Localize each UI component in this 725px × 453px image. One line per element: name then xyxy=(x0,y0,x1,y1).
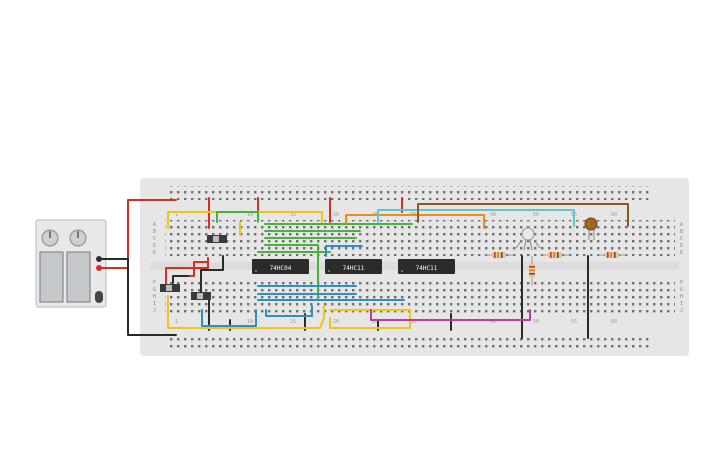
slide-switches[interactable] xyxy=(160,235,227,300)
voltage-display xyxy=(39,251,64,303)
terminal-strip-bottom[interactable] xyxy=(165,278,675,314)
led[interactable] xyxy=(584,217,598,240)
power-supply[interactable] xyxy=(35,219,107,308)
column-number: 30 xyxy=(410,319,416,325)
magenta-wire[interactable] xyxy=(370,309,531,321)
row-letter: F xyxy=(153,280,156,286)
column-number: 20 xyxy=(333,319,339,325)
cyan-wire[interactable] xyxy=(377,209,575,227)
row-letter: E xyxy=(680,250,683,256)
chip-label: 74HC11 xyxy=(416,265,438,272)
resistor[interactable] xyxy=(484,252,514,258)
column-number: 40 xyxy=(490,319,496,325)
column-number: 50 xyxy=(533,212,539,218)
black-wire[interactable] xyxy=(200,255,224,293)
black-wire[interactable] xyxy=(172,275,189,284)
ic-chip[interactable]: 74HC11 xyxy=(325,259,382,274)
top-power-rail[interactable] xyxy=(170,186,650,200)
column-number: 60 xyxy=(611,319,617,325)
column-number: 10 xyxy=(247,212,253,218)
blue-wire[interactable] xyxy=(265,305,313,317)
current-display xyxy=(66,251,91,303)
row-letter: J xyxy=(153,308,156,314)
row-letter: G xyxy=(153,287,156,293)
blue-wire[interactable] xyxy=(201,309,257,327)
row-letter: A xyxy=(153,222,156,228)
ic-chip[interactable]: 74HC04 xyxy=(252,259,309,274)
chip-label: 74HC11 xyxy=(343,265,365,272)
resistor[interactable] xyxy=(540,252,570,258)
column-number: 1 xyxy=(175,212,178,218)
orange-wire[interactable] xyxy=(345,214,485,229)
blue-wire[interactable] xyxy=(325,245,363,257)
column-number: 25 xyxy=(372,319,378,325)
row-letter: A xyxy=(680,222,683,228)
row-letter: H xyxy=(153,294,156,300)
column-number: 15 xyxy=(290,319,296,325)
column-number: 50 xyxy=(533,319,539,325)
yellow-wire[interactable] xyxy=(167,295,325,329)
brown-wire[interactable] xyxy=(417,203,629,227)
row-letter: H xyxy=(680,294,683,300)
power-switch[interactable] xyxy=(95,291,103,303)
row-letter: C xyxy=(153,236,156,242)
resistor[interactable] xyxy=(597,252,627,258)
terminal-strip-top[interactable] xyxy=(165,220,675,256)
rgb-led[interactable] xyxy=(515,227,541,251)
bottom-power-rail[interactable] xyxy=(170,334,650,348)
row-letter: F xyxy=(680,280,683,286)
row-letter: J xyxy=(680,308,683,314)
yellow-wire[interactable] xyxy=(329,309,411,329)
column-number: 10 xyxy=(247,319,253,325)
row-letter: E xyxy=(153,250,156,256)
row-letter: I xyxy=(680,301,683,307)
resistor[interactable] xyxy=(529,256,535,286)
green-wire[interactable] xyxy=(264,244,319,299)
column-number: 15 xyxy=(290,212,296,218)
column-number: 60 xyxy=(611,212,617,218)
column-number: 1 xyxy=(175,319,178,325)
row-letter: D xyxy=(153,243,156,249)
wires[interactable] xyxy=(98,197,629,339)
row-letter: B xyxy=(153,229,156,235)
ic-chip[interactable]: 74HC11 xyxy=(398,259,455,274)
column-number: 55 xyxy=(571,319,577,325)
row-letter: G xyxy=(680,287,683,293)
column-number: 40 xyxy=(490,212,496,218)
column-number: 20 xyxy=(333,212,339,218)
black-wire[interactable] xyxy=(98,258,177,336)
row-letter: D xyxy=(680,243,683,249)
row-letter: C xyxy=(680,236,683,242)
row-letter: B xyxy=(680,229,683,235)
chip-label: 74HC04 xyxy=(270,265,292,272)
row-letter: I xyxy=(153,301,156,307)
green-wire[interactable] xyxy=(216,211,259,223)
